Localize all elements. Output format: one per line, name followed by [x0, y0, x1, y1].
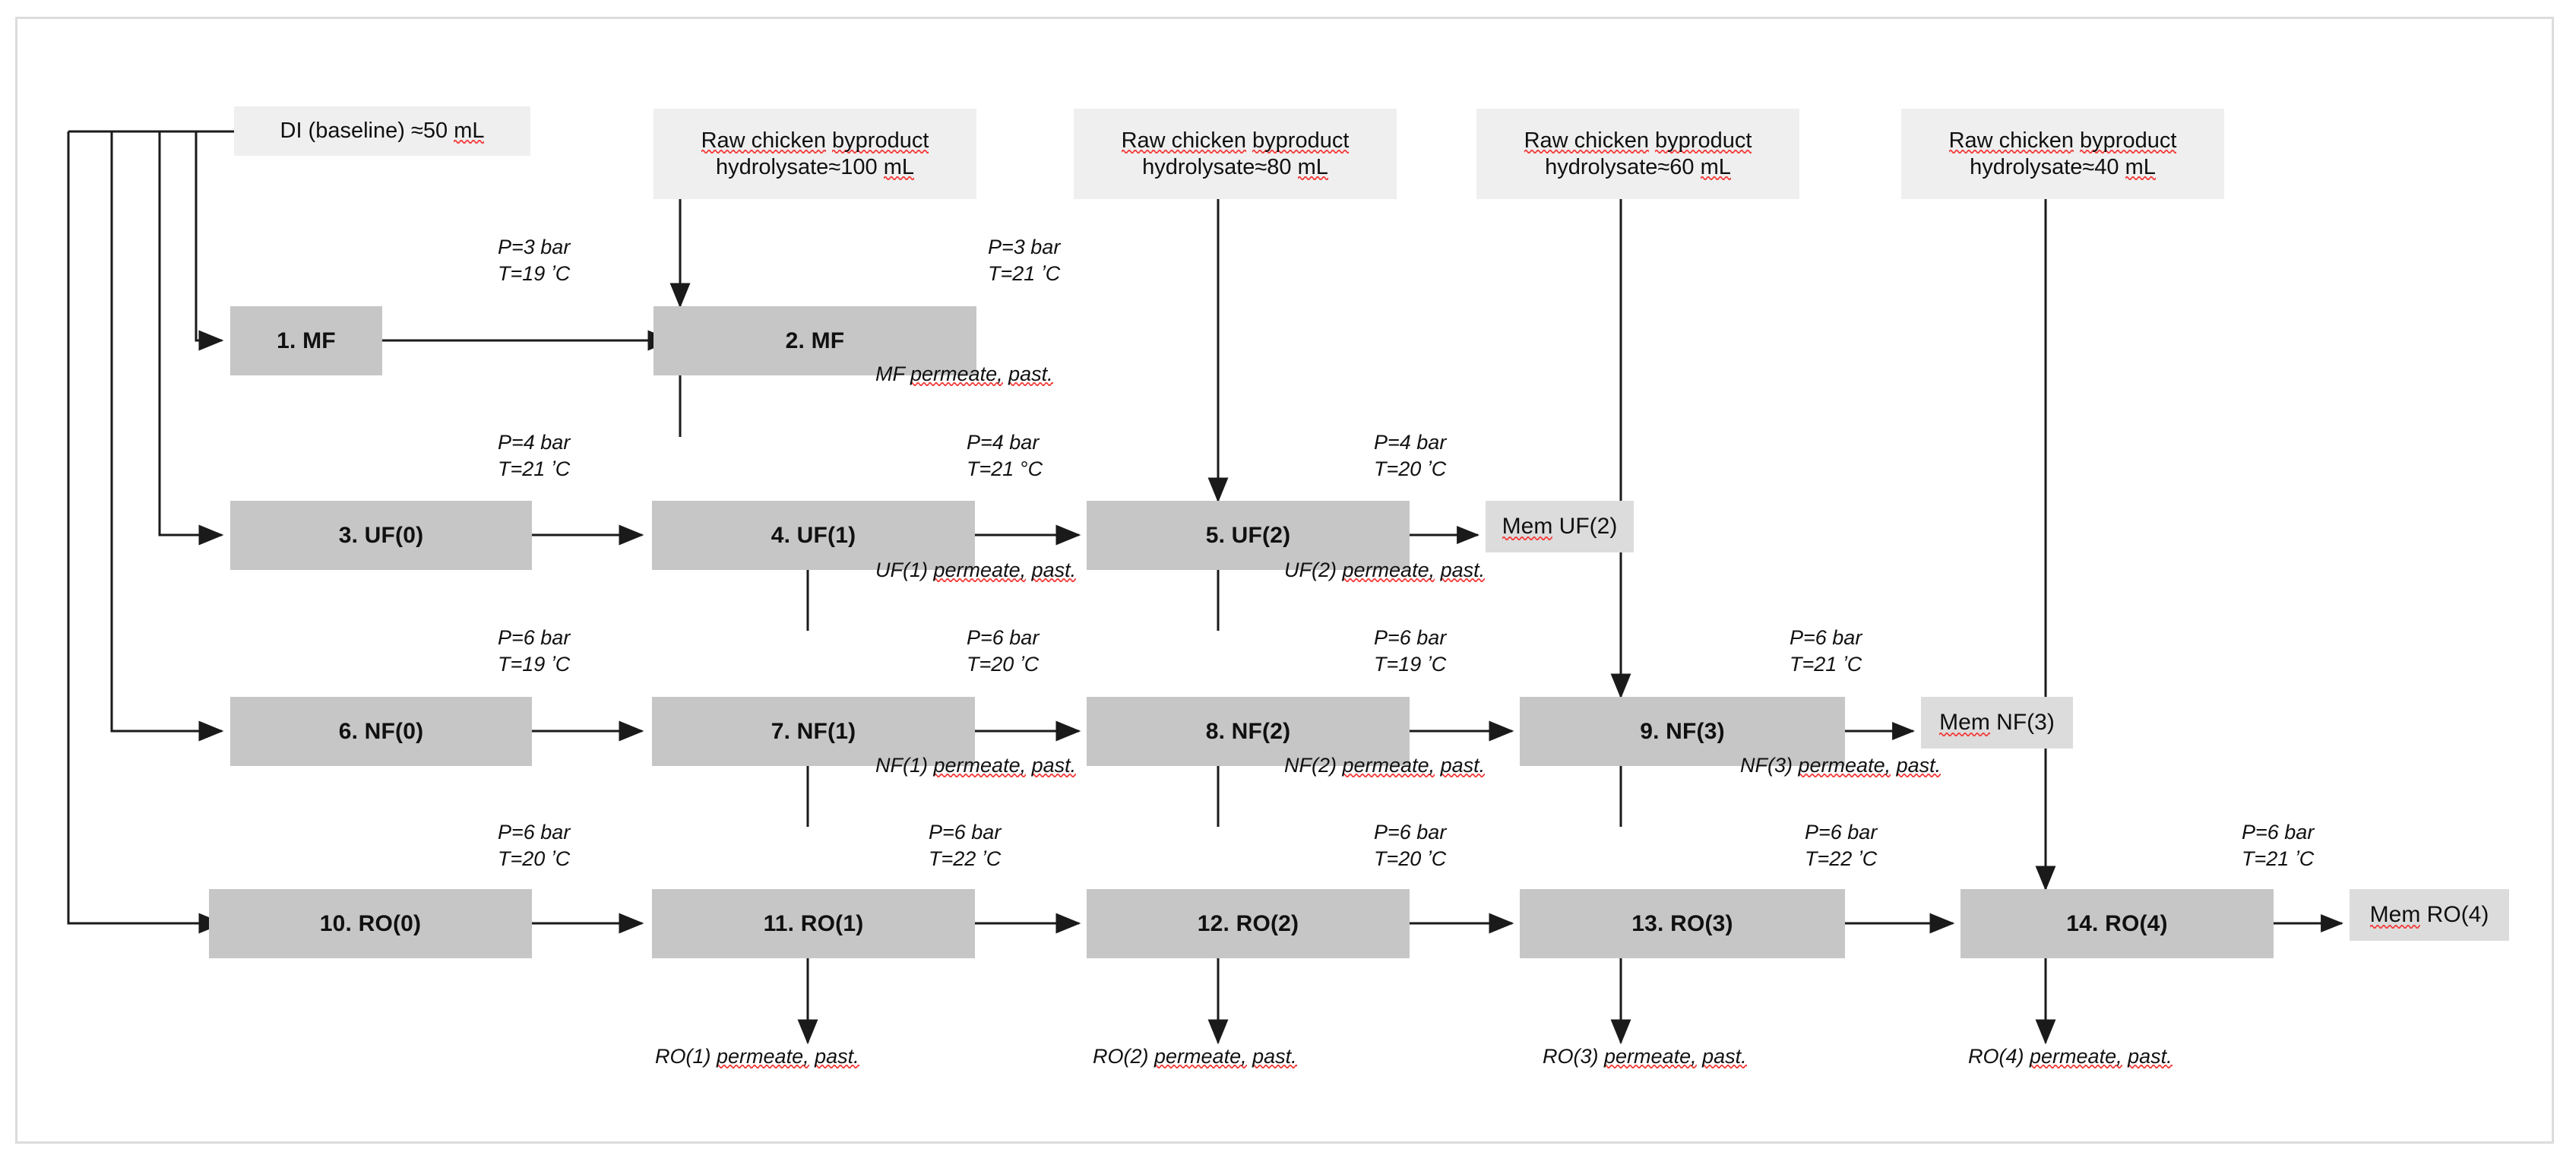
membrane-uf2-label: Mem [1502, 513, 1553, 540]
membrane-box-uf2[interactable]: Mem UF(2) [1486, 501, 1634, 552]
condition-6-nf0: P=6 bar T=19 ʼC [498, 625, 570, 678]
condition-1-pressure: P=3 bar [498, 236, 571, 258]
feed-box-mf: Raw chicken byproduct hydrolysate≈100 mL [653, 109, 976, 199]
feed-nf-line2: hydrolysate≈60 mL [1545, 154, 1731, 179]
condition-12-temperature: T=20 ʼC [1374, 847, 1447, 871]
condition-8-pressure: P=6 bar [1374, 626, 1447, 649]
condition-6-pressure: P=6 bar [498, 626, 571, 649]
feed-mf-line2: hydrolysate≈100 mL [716, 154, 914, 179]
condition-13-ro3: P=6 bar T=22 ʼC [1805, 819, 1877, 872]
permeate-ro4-prefix: RO(4) [1968, 1045, 2024, 1068]
condition-13-pressure: P=6 bar [1805, 821, 1878, 844]
condition-8-nf2: P=6 bar T=19 ʼC [1374, 625, 1446, 678]
condition-2-pressure: P=3 bar [988, 236, 1061, 258]
feed-box-nf: Raw chicken byproduct hydrolysate≈60 mL [1476, 109, 1799, 199]
membrane-nf3-suffix: NF(3) [1996, 710, 2055, 735]
feed-ro-line1: Raw chicken byproduct [1948, 128, 2177, 154]
condition-10-pressure: P=6 bar [498, 821, 571, 844]
feed-box-di: DI (baseline) ≈50 mL [234, 106, 530, 156]
permeate-label-nf3: NF(3) permeate, past. [1740, 754, 1941, 777]
permeate-mf-prefix: MF [875, 362, 905, 385]
membrane-ro4-suffix: RO(4) [2426, 902, 2489, 927]
process-box-10-ro0[interactable]: 10. RO(0) [209, 889, 532, 958]
process-box-14-ro4[interactable]: 14. RO(4) [1960, 889, 2274, 958]
permeate-label-nf1: NF(1) permeate, past. [875, 754, 1077, 777]
permeate-ro1-prefix: RO(1) [655, 1045, 711, 1068]
feed-di-line1: DI (baseline) ≈50 mL [280, 119, 485, 144]
feed-nf-line1: Raw chicken byproduct [1524, 128, 1752, 154]
condition-7-temperature: T=20 ʼC [967, 653, 1040, 676]
condition-4-temperature: T=21 °C [967, 457, 1043, 481]
condition-4-pressure: P=4 bar [967, 431, 1040, 454]
process-box-9-nf3[interactable]: 9. NF(3) [1520, 697, 1845, 766]
process-box-7-nf1[interactable]: 7. NF(1) [652, 697, 975, 766]
membrane-uf2-suffix: UF(2) [1559, 514, 1618, 539]
condition-11-temperature: T=22 ʼC [929, 847, 1002, 871]
permeate-label-ro1: RO(1) permeate, past. [655, 1045, 859, 1068]
condition-7-nf1: P=6 bar T=20 ʼC [967, 625, 1039, 678]
condition-1-temperature: T=19 ʼC [498, 262, 571, 286]
membrane-nf3-label: Mem [1939, 709, 1990, 736]
membrane-box-ro4[interactable]: Mem RO(4) [2350, 889, 2509, 941]
permeate-ro3-prefix: RO(3) [1543, 1045, 1599, 1068]
membrane-ro4-label: Mem [2369, 901, 2421, 928]
condition-5-temperature: T=20 ʼC [1374, 457, 1447, 481]
condition-14-pressure: P=6 bar [2242, 821, 2315, 844]
permeate-nf3-prefix: NF(3) [1740, 754, 1793, 777]
condition-11-pressure: P=6 bar [929, 821, 1002, 844]
condition-5-uf2: P=4 bar T=20 ʼC [1374, 429, 1446, 483]
permeate-label-ro4: RO(4) permeate, past. [1968, 1045, 2173, 1068]
condition-5-pressure: P=4 bar [1374, 431, 1447, 454]
permeate-label-ro2: RO(2) permeate, past. [1093, 1045, 1297, 1068]
condition-11-ro1: P=6 bar T=22 ʼC [929, 819, 1001, 872]
condition-14-temperature: T=21 ʼC [2242, 847, 2315, 871]
feed-uf-line1: Raw chicken byproduct [1121, 128, 1350, 154]
permeate-label-uf2: UF(2) permeate, past. [1284, 559, 1486, 581]
permeate-uf1-prefix: UF(1) [875, 559, 928, 581]
process-box-1-mf[interactable]: 1. MF [230, 306, 382, 375]
condition-2-temperature: T=21 ʼC [988, 262, 1061, 286]
feed-ro-line2: hydrolysate≈40 mL [1970, 154, 2156, 179]
permeate-label-ro3: RO(3) permeate, past. [1543, 1045, 1747, 1068]
condition-4-uf1: P=4 bar T=21 °C [967, 429, 1043, 483]
process-box-13-ro3[interactable]: 13. RO(3) [1520, 889, 1845, 958]
process-box-5-uf2[interactable]: 5. UF(2) [1087, 501, 1410, 570]
condition-12-ro2: P=6 bar T=20 ʼC [1374, 819, 1446, 872]
condition-10-temperature: T=20 ʼC [498, 847, 571, 871]
condition-3-uf0: P=4 bar T=21 ʼC [498, 429, 570, 483]
condition-10-ro0: P=6 bar T=20 ʼC [498, 819, 570, 872]
process-box-6-nf0[interactable]: 6. NF(0) [230, 697, 532, 766]
feed-box-uf: Raw chicken byproduct hydrolysate≈80 mL [1074, 109, 1397, 199]
condition-1-mf: P=3 bar T=19 ʼC [498, 234, 570, 287]
permeate-ro2-prefix: RO(2) [1093, 1045, 1149, 1068]
condition-6-temperature: T=19 ʼC [498, 653, 571, 676]
condition-8-temperature: T=19 ʼC [1374, 653, 1447, 676]
condition-9-pressure: P=6 bar [1790, 626, 1862, 649]
condition-14-ro4: P=6 bar T=21 ʼC [2242, 819, 2314, 872]
permeate-label-nf2: NF(2) permeate, past. [1284, 754, 1486, 777]
permeate-nf1-prefix: NF(1) [875, 754, 928, 777]
permeate-label-uf1: UF(1) permeate, past. [875, 559, 1077, 581]
permeate-uf2-prefix: UF(2) [1284, 559, 1337, 581]
condition-9-temperature: T=21 ʼC [1790, 653, 1862, 676]
feed-uf-line2: hydrolysate≈80 mL [1142, 154, 1328, 179]
permeate-label-mf: MF permeate, past. [875, 362, 1053, 385]
process-box-11-ro1[interactable]: 11. RO(1) [652, 889, 975, 958]
feed-box-ro: Raw chicken byproduct hydrolysate≈40 mL [1901, 109, 2224, 199]
feed-mf-line1: Raw chicken byproduct [701, 128, 929, 154]
membrane-box-nf3[interactable]: Mem NF(3) [1921, 697, 2073, 749]
condition-9-nf3: P=6 bar T=21 ʼC [1790, 625, 1862, 678]
process-box-3-uf0[interactable]: 3. UF(0) [230, 501, 532, 570]
condition-7-pressure: P=6 bar [967, 626, 1040, 649]
condition-3-pressure: P=4 bar [498, 431, 571, 454]
process-box-4-uf1[interactable]: 4. UF(1) [652, 501, 975, 570]
condition-2-mf: P=3 bar T=21 ʼC [988, 234, 1060, 287]
process-box-12-ro2[interactable]: 12. RO(2) [1087, 889, 1410, 958]
permeate-nf2-prefix: NF(2) [1284, 754, 1337, 777]
condition-12-pressure: P=6 bar [1374, 821, 1447, 844]
condition-3-temperature: T=21 ʼC [498, 457, 571, 481]
condition-13-temperature: T=22 ʼC [1805, 847, 1878, 871]
